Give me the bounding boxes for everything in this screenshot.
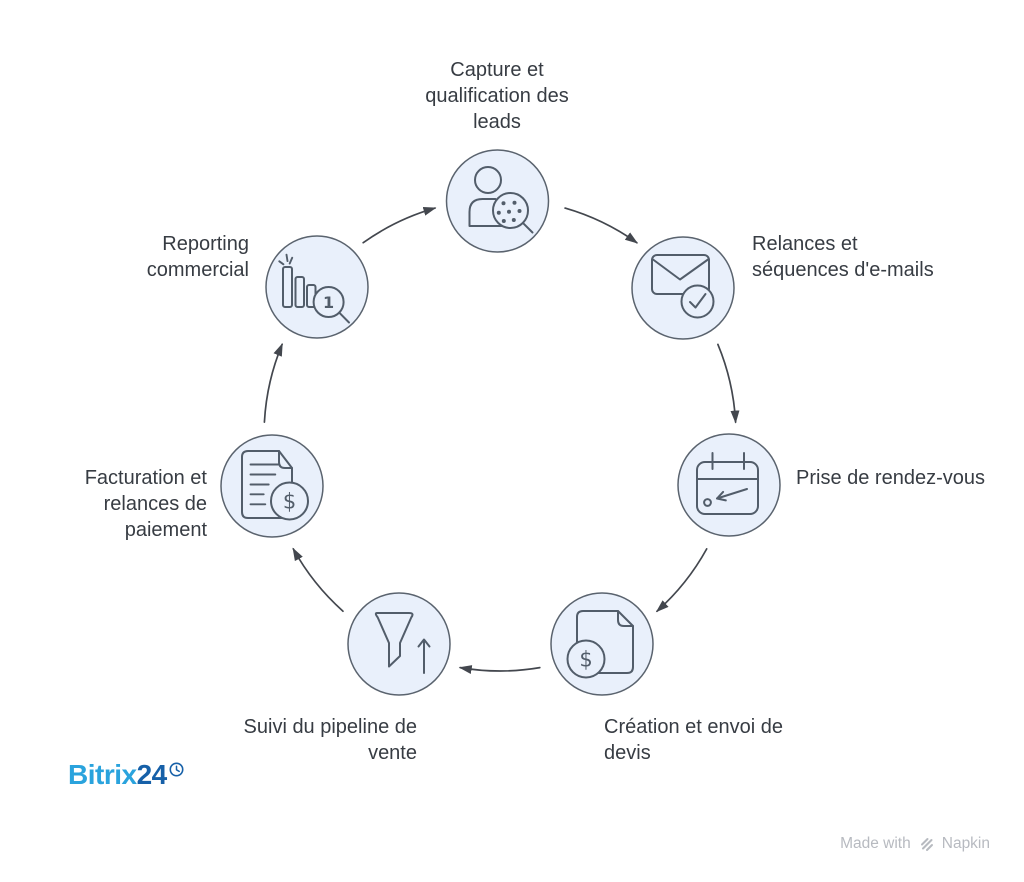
cycle-arrows [263, 206, 740, 674]
node-circle [550, 592, 654, 696]
arrow-devis-to-pipeline [458, 665, 541, 674]
label-reporting: Reporting commercial [146, 233, 249, 281]
funnel-arrow-up-icon [374, 612, 431, 674]
dollar-glyph: $ [579, 648, 592, 672]
dollar-glyph: $ [283, 490, 296, 514]
label-facturation: Facturation et relances de paiement [84, 467, 207, 541]
document-dollar-icon: $ [566, 610, 634, 679]
label-rendezvous: Prise de rendez-vous [796, 467, 985, 489]
calendar-appointment-icon [696, 452, 759, 515]
watermark-brand: Napkin [941, 835, 990, 852]
one-glyph: 1 [323, 293, 334, 312]
node-facturation: $ [220, 434, 324, 538]
person-search-icon [468, 166, 534, 234]
envelope-check-icon [651, 254, 715, 319]
watermark-prefix: Made with [840, 835, 911, 852]
bitrix-logo-text: Bitrix [68, 759, 137, 790]
arrow-pipeline-to-facturation [292, 547, 344, 613]
node-circle [631, 236, 735, 340]
clock-icon [169, 762, 184, 777]
napkin-watermark: Made with Napkin [840, 835, 990, 853]
node-pipeline [347, 592, 451, 696]
node-circle [677, 433, 781, 537]
napkin-icon [920, 837, 933, 851]
label-devis: Création et envoi de devis [604, 716, 784, 764]
node-circle [265, 235, 369, 339]
label-pipeline: Suivi du pipeline de vente [243, 716, 417, 764]
node-rendezvous [677, 433, 781, 537]
arrow-rendezvous-to-devis [655, 548, 708, 613]
arrow-facturation-to-reporting [263, 343, 283, 423]
arrow-reporting-to-leads [362, 206, 437, 244]
node-leads [445, 149, 550, 253]
arrow-emails-to-rendezvous [717, 343, 740, 424]
label-leads: Capture et qualification des leads [425, 59, 569, 133]
invoice-dollar-icon: $ [241, 450, 309, 521]
node-emails [631, 236, 735, 340]
node-devis: $ [550, 592, 654, 696]
label-emails: Relances et séquences d'e-mails [752, 233, 934, 281]
bitrix-logo-number: 24 [136, 759, 168, 790]
node-reporting: 1 [265, 235, 369, 339]
arrow-leads-to-emails [564, 207, 639, 244]
bar-chart-magnifier-icon: 1 [278, 253, 350, 324]
